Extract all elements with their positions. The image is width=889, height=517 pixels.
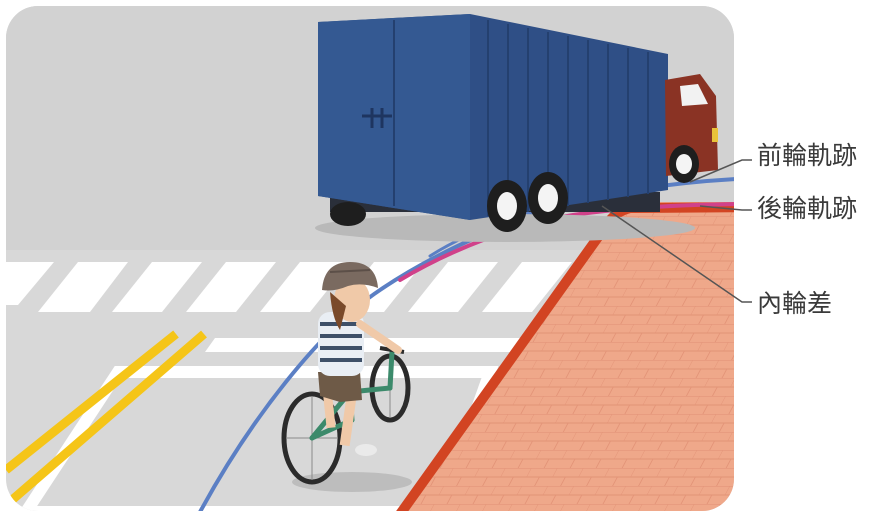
inner-wheel-difference-label: 內輪差 [757,291,832,316]
front-wheel-track-label: 前輪軌跡 [757,143,857,168]
rear-wheel-track-label: 後輪軌跡 [757,196,857,221]
